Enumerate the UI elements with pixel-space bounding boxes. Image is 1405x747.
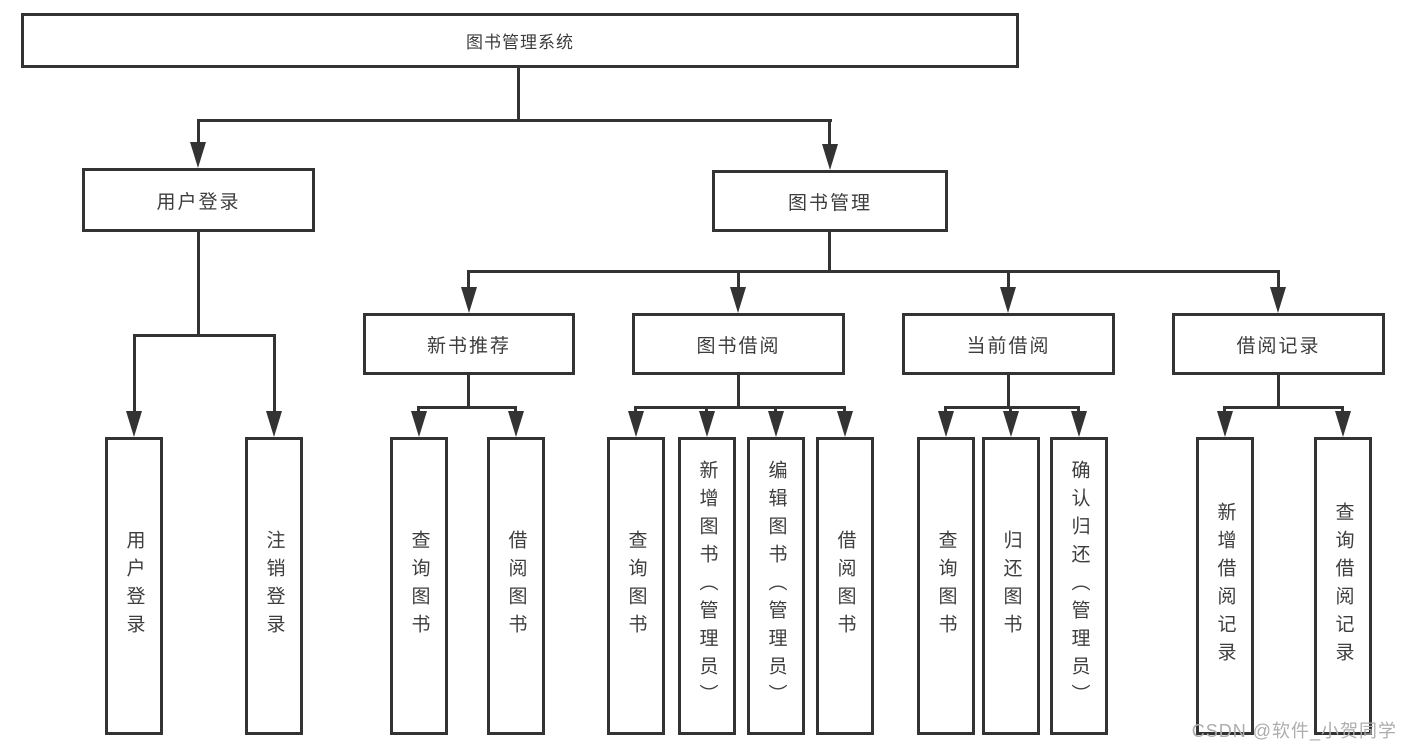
leaf-query-books-recommend: 查询图书 xyxy=(390,437,448,735)
node-label: 当前借阅 xyxy=(966,335,1051,357)
node-user-login: 用户登录 xyxy=(82,168,315,232)
node-library-system: 图书管理系统 xyxy=(21,13,1019,68)
node-label: 查询图书 xyxy=(625,530,647,642)
leaf-query-books-borrow: 查询图书 xyxy=(607,437,665,735)
v-line xyxy=(517,68,520,121)
v-line xyxy=(467,375,470,408)
node-label: 查询图书 xyxy=(408,530,430,642)
node-label: 图书管理系统 xyxy=(466,33,574,52)
node-label: 编辑图书（管理员） xyxy=(765,460,787,712)
arrow-line xyxy=(273,334,276,413)
arrow-line xyxy=(828,119,831,146)
leaf-add-book-admin: 新增图书（管理员） xyxy=(678,437,736,735)
node-label: 借阅记录 xyxy=(1236,335,1321,357)
arrow-line xyxy=(1341,406,1344,413)
node-book-borrow: 图书借阅 xyxy=(632,313,845,375)
arrow-head xyxy=(1217,411,1233,437)
node-label: 确认归还（管理员） xyxy=(1068,460,1090,712)
arrow-head xyxy=(411,411,427,437)
arrow-line xyxy=(944,406,947,413)
leaf-query-books-current: 查询图书 xyxy=(917,437,975,735)
leaf-add-borrow-record: 新增借阅记录 xyxy=(1196,437,1254,735)
v-line xyxy=(828,232,831,272)
arrow-head xyxy=(126,411,142,437)
h-line xyxy=(634,406,846,409)
node-book-management: 图书管理 xyxy=(712,170,948,232)
arrow-line xyxy=(843,406,846,413)
leaf-borrow-books-borrow: 借阅图书 xyxy=(816,437,874,735)
node-label: 新增借阅记录 xyxy=(1214,502,1236,670)
h-line xyxy=(417,406,517,409)
arrow-line xyxy=(737,270,740,289)
node-label: 借阅图书 xyxy=(505,530,527,642)
arrow-head xyxy=(1071,411,1087,437)
arrow-head xyxy=(1335,411,1351,437)
node-label: 归还图书 xyxy=(1000,530,1022,642)
arrow-head xyxy=(837,411,853,437)
arrow-line xyxy=(1223,406,1226,413)
arrow-line xyxy=(514,406,517,413)
leaf-user-login: 用户登录 xyxy=(105,437,163,735)
node-current-borrow: 当前借阅 xyxy=(902,313,1115,375)
arrow-line xyxy=(1009,406,1012,413)
h-line xyxy=(468,270,1280,273)
h-line xyxy=(133,334,276,337)
node-label: 图书管理 xyxy=(787,192,872,214)
node-label: 借阅图书 xyxy=(834,530,856,642)
h-line xyxy=(944,406,1080,409)
leaf-return-book: 归还图书 xyxy=(982,437,1040,735)
arrow-head xyxy=(822,144,838,170)
arrow-line xyxy=(417,406,420,413)
h-line xyxy=(197,119,832,122)
node-label: 新书推荐 xyxy=(426,335,511,357)
arrow-line xyxy=(197,119,200,144)
leaf-borrow-books-recommend: 借阅图书 xyxy=(487,437,545,735)
arrow-head xyxy=(938,411,954,437)
h-line xyxy=(1223,406,1343,409)
node-label: 新增图书（管理员） xyxy=(696,460,718,712)
leaf-logout: 注销登录 xyxy=(245,437,303,735)
arrow-head xyxy=(1003,411,1019,437)
node-new-book-recommend: 新书推荐 xyxy=(363,313,575,375)
arrow-head xyxy=(508,411,524,437)
leaf-query-borrow-record: 查询借阅记录 xyxy=(1314,437,1372,735)
v-line xyxy=(737,375,740,408)
node-label: 图书借阅 xyxy=(696,335,781,357)
node-borrow-records: 借阅记录 xyxy=(1172,313,1385,375)
arrow-head xyxy=(266,411,282,437)
node-label: 注销登录 xyxy=(263,530,285,642)
arrow-line xyxy=(1007,270,1010,289)
leaf-confirm-return-admin: 确认归还（管理员） xyxy=(1050,437,1108,735)
arrow-head xyxy=(190,142,206,168)
arrow-head xyxy=(699,411,715,437)
arrow-head xyxy=(628,411,644,437)
node-label: 查询图书 xyxy=(935,530,957,642)
leaf-edit-book-admin: 编辑图书（管理员） xyxy=(747,437,805,735)
arrow-head xyxy=(1000,287,1016,313)
arrow-line xyxy=(1077,406,1080,413)
v-line xyxy=(197,232,200,336)
node-label: 查询借阅记录 xyxy=(1332,502,1354,670)
arrow-head xyxy=(768,411,784,437)
arrow-head xyxy=(730,287,746,313)
arrow-line xyxy=(705,406,708,413)
arrow-line xyxy=(634,406,637,413)
v-line xyxy=(1007,375,1010,408)
csdn-watermark: CSDN @软件_小贺同学 xyxy=(1191,721,1397,741)
arrow-line xyxy=(133,334,136,413)
arrow-line xyxy=(1277,270,1280,289)
arrow-head xyxy=(461,287,477,313)
node-label: 用户登录 xyxy=(156,191,241,213)
arrow-head xyxy=(1270,287,1286,313)
v-line xyxy=(1277,375,1280,408)
node-label: 用户登录 xyxy=(123,530,145,642)
arrow-line xyxy=(467,270,470,289)
arrow-line xyxy=(774,406,777,413)
